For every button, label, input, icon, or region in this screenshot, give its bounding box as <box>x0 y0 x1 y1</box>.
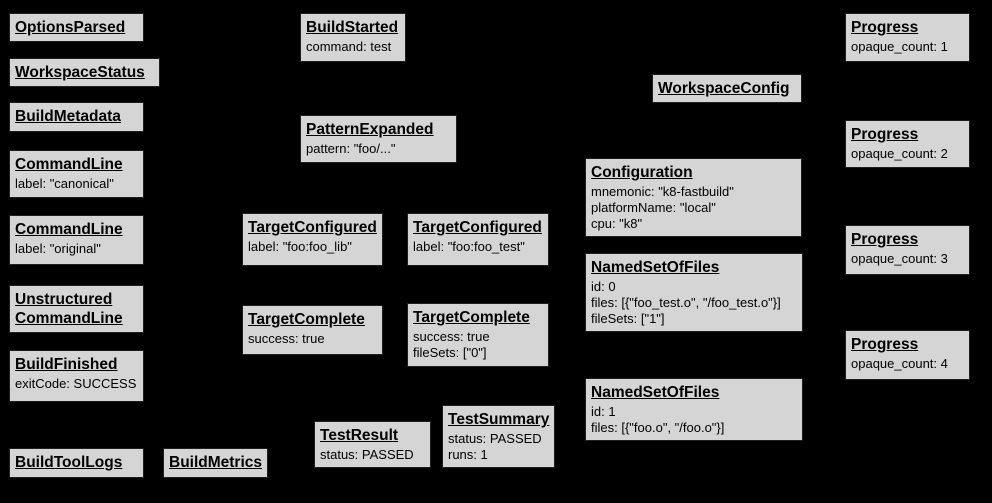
node-body: success: true fileSets: ["0"] <box>413 329 490 360</box>
node-body: opaque_count: 1 <box>851 39 948 54</box>
node-title: BuildMetadata <box>15 108 121 125</box>
node-body: status: PASSED runs: 1 <box>448 431 542 462</box>
node-title: Progress <box>851 336 919 353</box>
node-title: BuildStarted <box>306 19 399 36</box>
node-title: BuildFinished <box>15 356 118 373</box>
node-title: Unstructured CommandLine <box>15 291 123 327</box>
node-title: CommandLine <box>15 221 123 238</box>
node-body: opaque_count: 2 <box>851 146 948 161</box>
node-target-configured-foo-test: TargetConfigured label: "foo:foo_test" <box>407 213 549 266</box>
node-body: status: PASSED <box>320 447 414 462</box>
node-body: pattern: "foo/..." <box>306 141 396 156</box>
node-build-tool-logs: BuildToolLogs <box>9 448 144 478</box>
node-pattern-expanded: PatternExpanded pattern: "foo/..." <box>300 115 457 163</box>
node-body: id: 1 files: [{"foo.o", "/foo.o"}] <box>591 404 725 435</box>
node-body: label: "canonical" <box>15 176 114 191</box>
node-body: exitCode: SUCCESS <box>15 376 137 391</box>
node-workspace-config: WorkspaceConfig <box>652 74 802 103</box>
node-title: TargetConfigured <box>413 219 542 236</box>
node-named-set-of-files-1: NamedSetOfFiles id: 1 files: [{"foo.o", … <box>585 378 803 441</box>
node-body: label: "foo:foo_test" <box>413 239 525 254</box>
node-target-complete-foo-lib: TargetComplete success: true <box>242 305 383 355</box>
node-build-finished: BuildFinished exitCode: SUCCESS <box>9 350 144 402</box>
node-named-set-of-files-0: NamedSetOfFiles id: 0 files: [{"foo_test… <box>585 253 803 332</box>
node-title: WorkspaceStatus <box>15 64 145 81</box>
node-unstructured-command-line: Unstructured CommandLine <box>9 285 144 333</box>
node-title: Progress <box>851 19 919 36</box>
node-title: Progress <box>851 231 919 248</box>
node-title: WorkspaceConfig <box>658 80 790 97</box>
node-build-started: BuildStarted command: test <box>300 13 406 62</box>
node-configuration: Configuration mnemonic: "k8-fastbuild" p… <box>585 158 802 237</box>
node-options-parsed: OptionsParsed <box>9 13 144 42</box>
node-title: NamedSetOfFiles <box>591 259 720 276</box>
node-command-line-canonical: CommandLine label: "canonical" <box>9 150 144 198</box>
node-body: success: true <box>248 331 325 346</box>
node-title: NamedSetOfFiles <box>591 384 720 401</box>
node-command-line-original: CommandLine label: "original" <box>9 215 144 265</box>
node-progress-1: Progress opaque_count: 1 <box>845 13 970 62</box>
node-build-metrics: BuildMetrics <box>163 448 268 478</box>
node-progress-3: Progress opaque_count: 3 <box>845 225 970 275</box>
node-title: BuildMetrics <box>169 454 263 471</box>
node-target-complete-foo-test: TargetComplete success: true fileSets: [… <box>407 303 549 367</box>
node-title: Configuration <box>591 164 693 181</box>
node-title: Progress <box>851 126 919 143</box>
node-body: id: 0 files: [{"foo_test.o", "/foo_test.… <box>591 279 781 326</box>
node-target-configured-foo-lib: TargetConfigured label: "foo:foo_lib" <box>242 213 383 266</box>
node-title: TestResult <box>320 427 399 444</box>
node-progress-2: Progress opaque_count: 2 <box>845 120 970 168</box>
node-test-result: TestResult status: PASSED <box>314 421 431 468</box>
node-title: TargetComplete <box>248 311 365 328</box>
node-body: label: "foo:foo_lib" <box>248 239 352 254</box>
node-body: opaque_count: 3 <box>851 251 948 266</box>
node-title: PatternExpanded <box>306 121 434 138</box>
node-title: TargetComplete <box>413 309 530 326</box>
node-body: command: test <box>306 39 392 54</box>
node-build-metadata: BuildMetadata <box>9 102 144 132</box>
node-title: TargetConfigured <box>248 219 377 236</box>
node-progress-4: Progress opaque_count: 4 <box>845 330 970 380</box>
node-body: opaque_count: 4 <box>851 356 948 371</box>
node-workspace-status: WorkspaceStatus <box>9 58 160 87</box>
node-body: label: "original" <box>15 241 101 256</box>
node-title: BuildToolLogs <box>15 454 123 471</box>
node-title: OptionsParsed <box>15 19 126 36</box>
node-title: TestSummary <box>448 411 550 428</box>
node-title: CommandLine <box>15 156 123 173</box>
node-test-summary: TestSummary status: PASSED runs: 1 <box>442 405 555 468</box>
node-body: mnemonic: "k8-fastbuild" platformName: "… <box>591 184 734 231</box>
